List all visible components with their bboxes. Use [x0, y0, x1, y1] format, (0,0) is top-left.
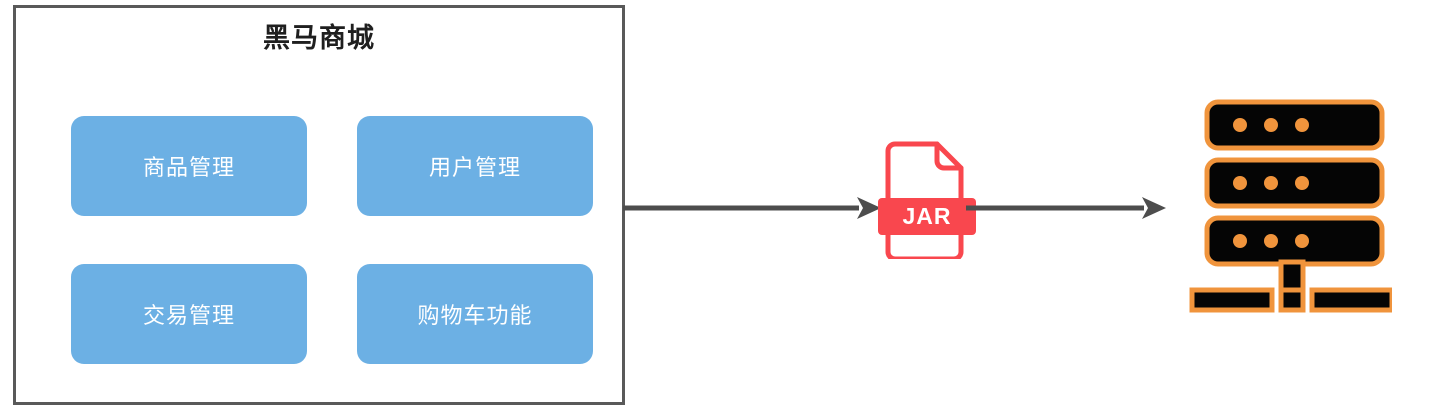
arrow-app-to-jar	[623, 193, 881, 223]
module-tile-label: 交易管理	[142, 303, 235, 328]
module-tile-transaction-management[interactable]: 交易管理	[71, 264, 307, 364]
application-container: 黑马商城 商品管理 用户管理 交易管理 购物车功能	[13, 5, 625, 405]
arrow-right-icon	[966, 197, 1166, 219]
module-tile-label: 用户管理	[428, 155, 521, 180]
module-tile-product-management[interactable]: 商品管理	[71, 116, 307, 216]
arrow-jar-to-server	[966, 193, 1166, 223]
server-stem	[1278, 259, 1306, 293]
module-tile-user-management[interactable]: 用户管理	[357, 116, 593, 216]
arrow-right-icon	[623, 197, 881, 219]
module-tile-label: 商品管理	[142, 155, 235, 180]
server-base-center	[1278, 287, 1306, 313]
server-base-left	[1189, 287, 1275, 313]
server-base-right	[1309, 287, 1392, 313]
server-unit-1	[1204, 99, 1385, 151]
server-unit-2	[1204, 157, 1385, 209]
server-unit-3	[1204, 215, 1385, 267]
module-tile-shopping-cart[interactable]: 购物车功能	[357, 264, 593, 364]
server-rack-icon	[1186, 96, 1392, 316]
page-title: 黑马商城	[263, 23, 375, 53]
jar-file-icon	[878, 137, 976, 259]
module-tile-label: 购物车功能	[417, 303, 533, 328]
